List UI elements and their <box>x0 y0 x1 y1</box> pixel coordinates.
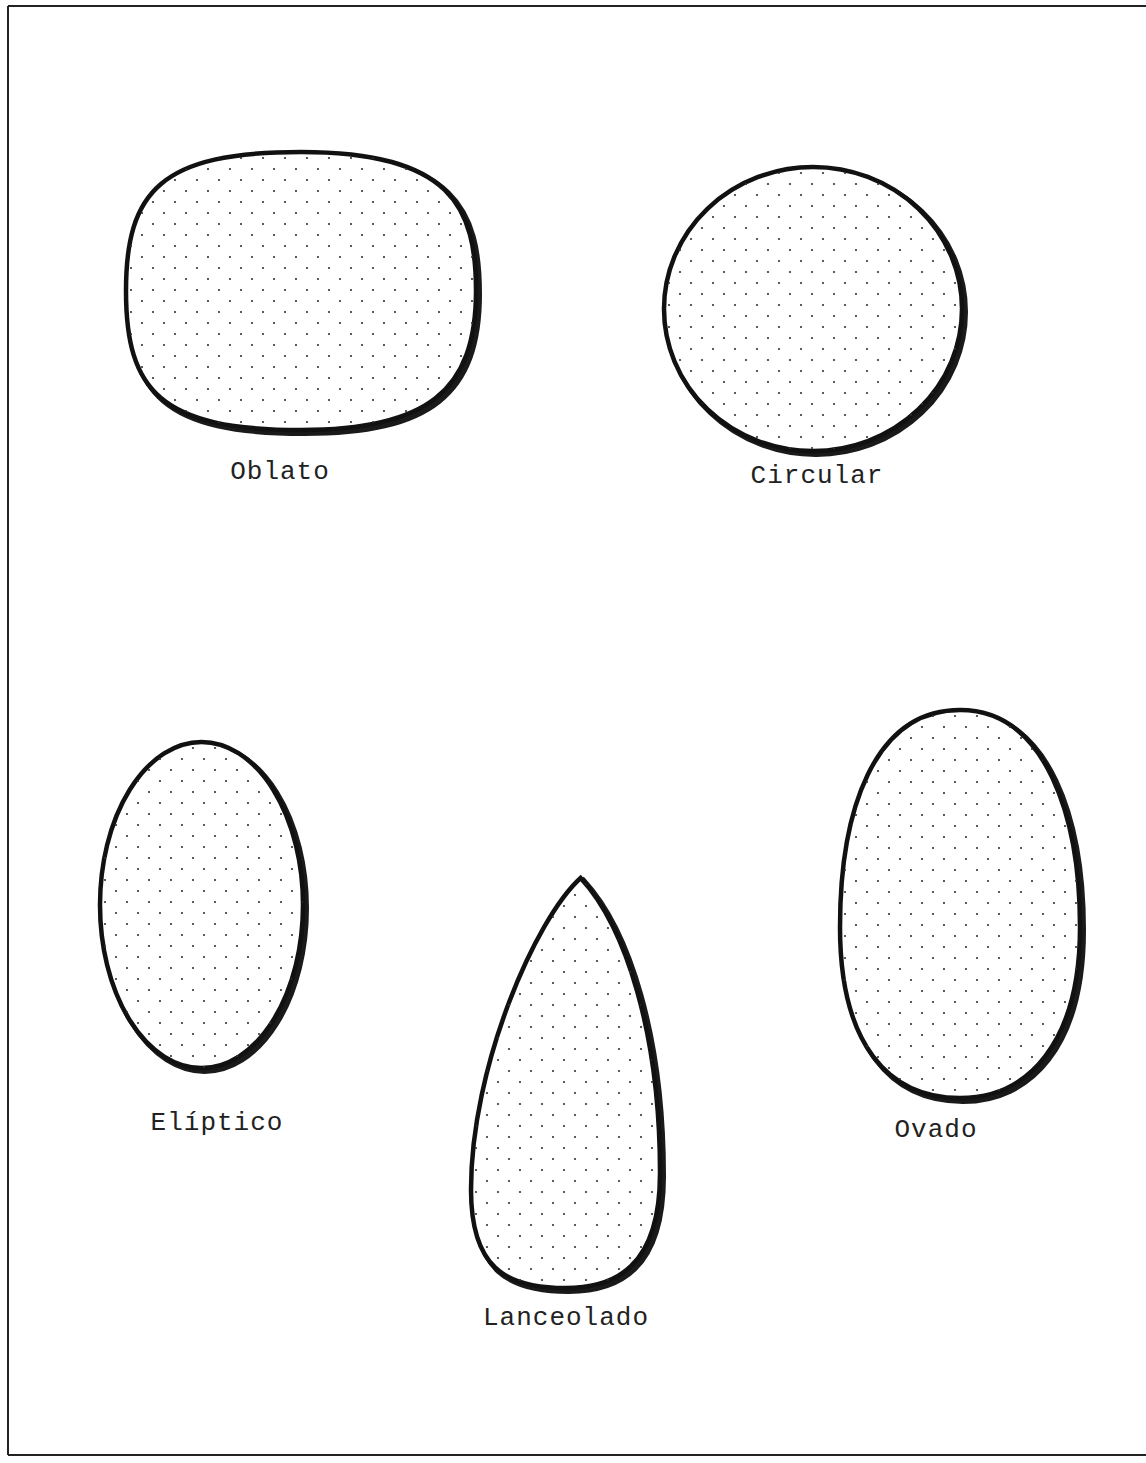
shape-node: Ovado <box>840 710 1080 1098</box>
shape-label: Circular <box>751 461 884 491</box>
shape-outline <box>840 710 1080 1098</box>
shape-fill <box>126 152 476 430</box>
shape-node: Lanceolado <box>471 878 660 1288</box>
frame-line <box>8 1454 1146 1456</box>
shape-fill <box>100 742 303 1068</box>
frame-line <box>7 6 9 1455</box>
shape-node: Circular <box>664 167 962 451</box>
shape-fill <box>840 710 1080 1098</box>
shape-fill <box>471 878 660 1288</box>
shape-outline <box>126 152 476 430</box>
shape-node: Oblato <box>126 152 476 430</box>
stipple-dots <box>471 878 660 1288</box>
stipple-dots <box>126 152 476 430</box>
shape-label: Elíptico <box>151 1108 284 1138</box>
stipple-dots <box>840 710 1080 1098</box>
shape-outline <box>100 742 303 1068</box>
shape-label: Lanceolado <box>483 1303 649 1333</box>
shape-node: Elíptico <box>100 742 303 1068</box>
shape-label: Oblato <box>230 457 330 487</box>
shape-label: Ovado <box>894 1115 977 1145</box>
shape-fill <box>664 167 962 451</box>
frame-line <box>8 5 1146 7</box>
stipple-dots <box>664 167 962 451</box>
shape-outline <box>471 878 660 1288</box>
shape-outline <box>664 167 962 451</box>
stipple-dots <box>100 742 303 1068</box>
